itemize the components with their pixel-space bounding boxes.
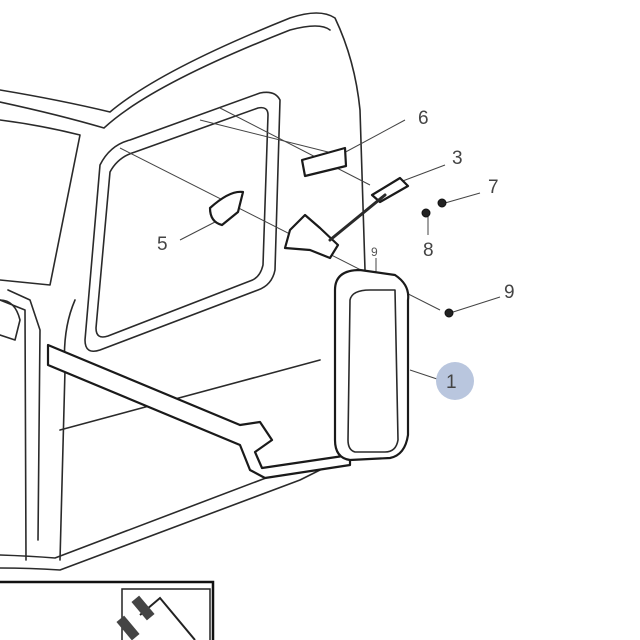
callout-3[interactable]: 3 <box>452 148 463 169</box>
callout-6[interactable]: 6 <box>418 108 429 129</box>
side-window <box>84 91 281 353</box>
bolt-8 <box>421 208 431 218</box>
mirror-arm-lower <box>46 343 352 480</box>
tool-icon <box>116 595 196 640</box>
pad-bracket <box>208 190 245 227</box>
bolt-9 <box>444 308 454 318</box>
highlight-callout-circle[interactable] <box>436 362 474 400</box>
bracket-plate <box>300 146 348 178</box>
bolt-7 <box>437 198 447 208</box>
truck-cab <box>0 12 366 571</box>
mirror-arm-upper <box>283 213 340 260</box>
callout-1[interactable]: 1 <box>446 372 457 393</box>
callout-9-small[interactable]: 9 <box>371 245 378 259</box>
mirror-housing <box>333 268 410 462</box>
callout-7[interactable]: 7 <box>488 177 499 198</box>
callout-5[interactable]: 5 <box>157 234 168 255</box>
callout-8[interactable]: 8 <box>423 240 434 261</box>
mirror-parts <box>46 146 454 480</box>
clamp-bracket <box>370 176 410 204</box>
inset-tool-box <box>0 580 215 640</box>
callout-9[interactable]: 9 <box>504 282 515 303</box>
